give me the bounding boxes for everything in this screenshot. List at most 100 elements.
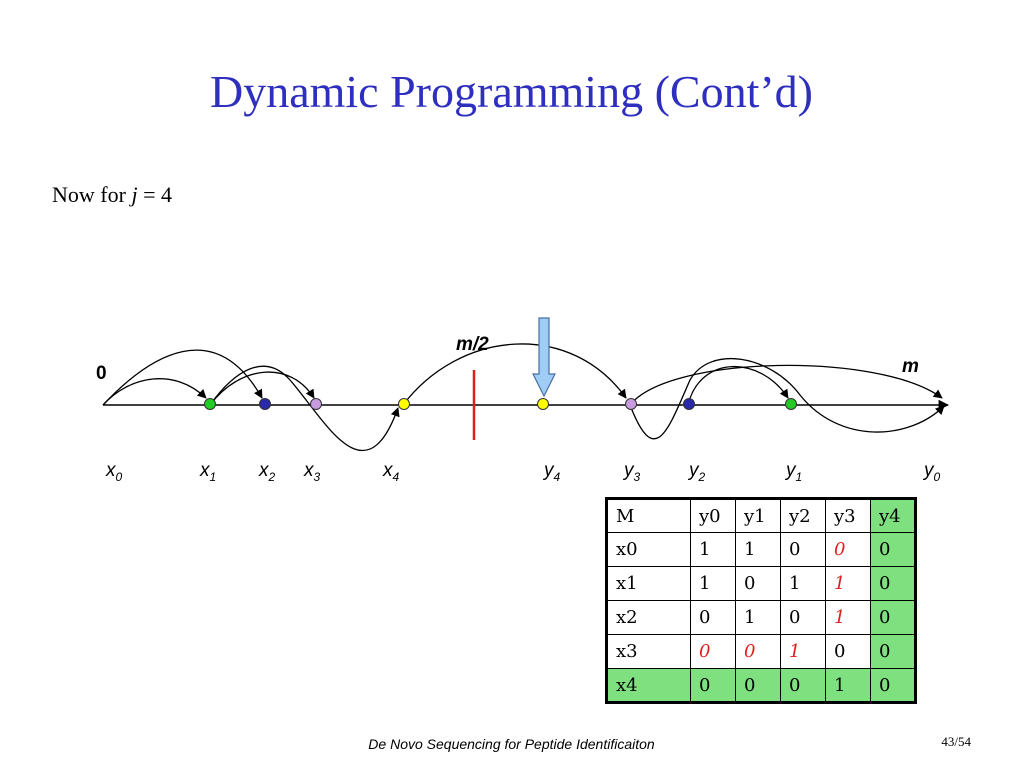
matrix-cell: x3 bbox=[606, 634, 691, 669]
point-label-base: y bbox=[542, 460, 555, 481]
arc-x0-x2 bbox=[102, 349, 263, 406]
point-label-base: y bbox=[784, 460, 797, 481]
point-label-base: y bbox=[687, 460, 700, 481]
arc-x1-x3 bbox=[209, 371, 315, 406]
point-label-y2: y2 bbox=[687, 460, 706, 484]
point-label-x3: x3 bbox=[303, 460, 321, 484]
matrix-cell: 1 bbox=[780, 566, 826, 601]
point-dot-y4 bbox=[537, 398, 549, 410]
point-label-base: x bbox=[199, 460, 211, 481]
matrix-cell: 1 bbox=[690, 532, 736, 567]
point-label-sub: 3 bbox=[314, 470, 321, 484]
end-label: m bbox=[902, 356, 919, 377]
matrix-cell: 0 bbox=[870, 566, 916, 601]
point-dot-x3 bbox=[310, 398, 322, 410]
point-label-y0: y0 bbox=[922, 460, 941, 484]
point-label-base: y bbox=[622, 460, 635, 481]
matrix-cell: 0 bbox=[690, 634, 736, 669]
matrix-cell: 0 bbox=[870, 668, 916, 703]
matrix-cell: 0 bbox=[690, 668, 736, 703]
point-label-y1: y1 bbox=[784, 460, 802, 484]
matrix-header-cell: M bbox=[606, 498, 691, 533]
point-label-x4: x4 bbox=[382, 460, 400, 484]
matrix-cell: 0 bbox=[690, 600, 736, 635]
matrix-header-cell: y0 bbox=[690, 498, 736, 533]
matrix-cell: 0 bbox=[735, 634, 781, 669]
matrix-header-cell: y1 bbox=[735, 498, 781, 533]
page-number: 43/54 bbox=[941, 734, 971, 749]
matrix-cell: 0 bbox=[870, 634, 916, 669]
point-label-base: y bbox=[922, 460, 935, 481]
arc-x4-y3 bbox=[402, 343, 627, 406]
point-label-sub: 3 bbox=[634, 470, 641, 484]
arc-x1-y1 bbox=[209, 365, 400, 451]
matrix-cell: 1 bbox=[780, 634, 826, 669]
matrix-cell: 0 bbox=[780, 668, 826, 703]
point-label-sub: 2 bbox=[268, 470, 276, 484]
point-dots bbox=[204, 398, 797, 410]
point-label-base: x bbox=[382, 460, 394, 481]
point-label-sub: 0 bbox=[934, 470, 941, 484]
matrix-cell: 0 bbox=[780, 532, 826, 567]
point-label-sub: 4 bbox=[554, 470, 561, 484]
matrix-cell: 1 bbox=[690, 566, 736, 601]
matrix-cell: 1 bbox=[735, 600, 781, 635]
point-label-sub: 4 bbox=[393, 470, 400, 484]
matrix-cell: x2 bbox=[606, 600, 691, 635]
matrix-cell: 0 bbox=[780, 600, 826, 635]
midpoint-label: m/2 bbox=[456, 334, 489, 355]
point-dot-x4 bbox=[398, 398, 410, 410]
matrix-cell: x0 bbox=[606, 532, 691, 567]
point-label-base: x bbox=[105, 460, 117, 481]
matrix-cell: 0 bbox=[735, 668, 781, 703]
matrix-cell: 1 bbox=[825, 668, 871, 703]
matrix-cell: 0 bbox=[825, 532, 871, 567]
matrix-cell: 0 bbox=[870, 600, 916, 635]
subtitle-prefix: Now for bbox=[52, 182, 132, 207]
subtitle-suffix: = 4 bbox=[137, 182, 172, 207]
matrix-cell: 0 bbox=[870, 532, 916, 567]
matrix-cell: x4 bbox=[606, 668, 691, 703]
point-label-sub: 0 bbox=[116, 470, 123, 484]
current-position-arrow bbox=[532, 317, 556, 398]
matrix-header-cell: y2 bbox=[780, 498, 826, 533]
origin-label: 0 bbox=[96, 363, 107, 384]
subtitle-variable: j bbox=[131, 182, 138, 207]
point-dot-x1 bbox=[204, 398, 216, 410]
matrix-cell: x1 bbox=[606, 566, 691, 601]
matrix-header-cell: y3 bbox=[825, 498, 871, 533]
arc-y3-y0 bbox=[629, 364, 943, 406]
matrix-cell: 1 bbox=[825, 600, 871, 635]
point-label-base: x bbox=[303, 460, 315, 481]
slide-title: Dynamic Programming (Cont’d) bbox=[209, 66, 813, 117]
slide-subtitle: Now for j = 4 bbox=[52, 182, 172, 208]
point-dot-y1 bbox=[785, 398, 797, 410]
matrix-cell: 1 bbox=[825, 566, 871, 601]
matrix-header-cell: y4 bbox=[870, 498, 916, 533]
point-label-y3: y3 bbox=[622, 460, 641, 484]
matrix-cell: 0 bbox=[825, 634, 871, 669]
point-dot-y2 bbox=[683, 398, 695, 410]
point-label-sub: 1 bbox=[210, 470, 217, 484]
arc-y2-y1 bbox=[687, 365, 789, 406]
matrix-cell: 1 bbox=[735, 532, 781, 567]
point-label-sub: 1 bbox=[796, 470, 803, 484]
matrix-cell: 0 bbox=[735, 566, 781, 601]
point-label-x0: x0 bbox=[105, 460, 123, 484]
point-label-x1: x1 bbox=[199, 460, 216, 484]
arc-x0-x1 bbox=[102, 378, 207, 406]
point-dot-x2 bbox=[259, 398, 271, 410]
point-label-x2: x2 bbox=[258, 460, 276, 484]
point-dot-y3 bbox=[625, 398, 637, 410]
point-label-y4: y4 bbox=[542, 460, 561, 484]
point-label-sub: 2 bbox=[698, 470, 706, 484]
